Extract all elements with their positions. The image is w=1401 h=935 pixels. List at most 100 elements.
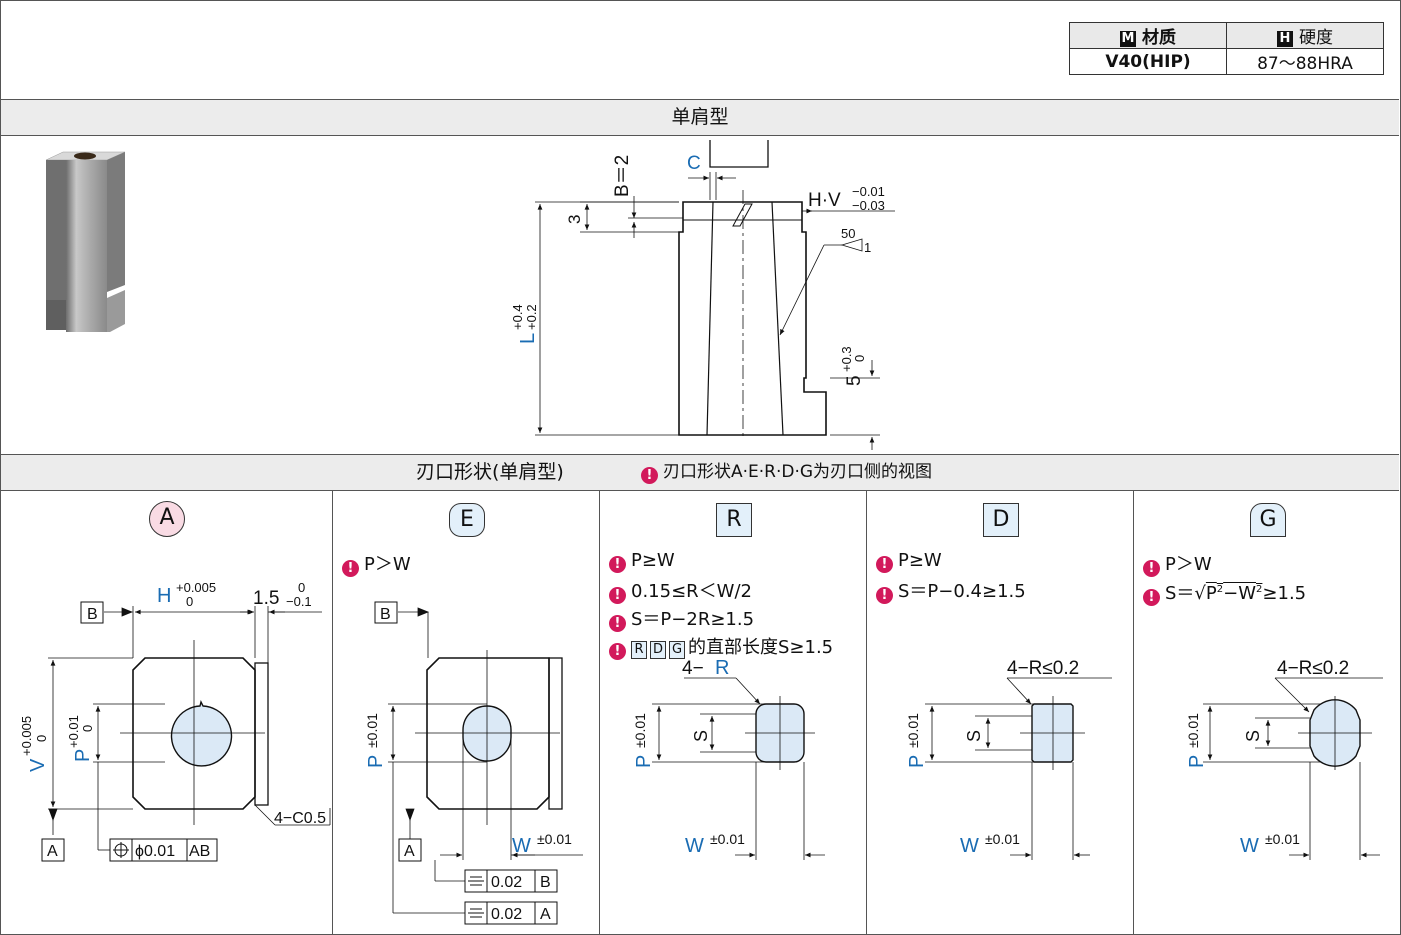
main-dimensions <box>535 172 895 450</box>
five-tol-lower: 0 <box>852 355 867 362</box>
shape-g-dimensions <box>1203 677 1383 860</box>
note-icon: ! <box>342 560 359 577</box>
r-label: 4−R≤0.2 <box>1277 658 1349 679</box>
shape-e-frames <box>374 601 558 925</box>
l-tol-upper: +0.4 <box>510 304 525 330</box>
column-divider <box>1133 491 1134 934</box>
note-icon: ! <box>609 643 626 660</box>
shape-a-frames <box>41 601 218 862</box>
h-tol-lower: 0 <box>186 594 193 609</box>
condition-text: P≥W <box>631 550 675 571</box>
shape-a-drawing <box>120 640 269 825</box>
v-tol-lower: 0 <box>34 735 49 742</box>
shape-r-drawing <box>745 696 815 770</box>
p-tol-lower: 0 <box>80 725 95 732</box>
datum-a: A <box>47 843 58 860</box>
p-label: P <box>1186 755 1208 768</box>
position-tolerance: ϕ0.01 <box>135 843 175 860</box>
p-tol: ±0.01 <box>905 713 921 748</box>
v-label: V <box>27 758 49 772</box>
condition-text: 的直部长度S≥1.5 <box>688 637 834 658</box>
material-badge: M <box>1120 31 1136 47</box>
h-tol-upper: +0.005 <box>176 580 216 595</box>
position-datum-ref: AB <box>189 843 210 860</box>
c-dimension: C <box>687 153 701 174</box>
datum-b: B <box>380 606 391 623</box>
s-label: S <box>691 730 711 742</box>
h-label: H <box>157 585 171 607</box>
v-tol-upper: +0.005 <box>19 716 34 756</box>
p-tol: ±0.01 <box>364 713 380 748</box>
shape-d-drawing <box>1020 696 1085 770</box>
note-icon: ! <box>609 587 626 604</box>
edge-note: ! 刃口形状A·E·R·D·G为刃口侧的视图 <box>641 455 932 490</box>
w-tol: ±0.01 <box>537 831 572 847</box>
shape-d-text: 4−R≤0.2 P ±0.01 S W ±0.01 <box>905 658 1079 857</box>
shape-label-g: G <box>1250 503 1286 537</box>
w-tol: ±0.01 <box>985 831 1020 847</box>
column-divider <box>332 491 333 934</box>
shape-label-e: E <box>449 503 485 537</box>
condition-e-1: ! P＞W <box>342 550 411 577</box>
column-divider <box>866 491 867 934</box>
shape-e-drawing <box>415 650 563 825</box>
shape-d-dimensions <box>925 677 1112 860</box>
condition-r-3: ! S＝P−2R≥1.5 <box>609 605 754 632</box>
shape-e-text: B A P ±0.01 W ±0.01 0.02 B 0.02 A <box>364 606 572 923</box>
condition-r-2: ! 0.15≤R＜W/2 <box>609 577 752 604</box>
datum-a: A <box>404 843 415 860</box>
shape-e-dimensions <box>388 607 583 914</box>
section-header-edge-shape: 刃口形状(单肩型) ! 刃口形状A·E·R·D·G为刃口侧的视图 <box>1 454 1399 491</box>
w-label: W <box>685 835 704 857</box>
r-prefix: 4− <box>682 658 704 679</box>
w-label: W <box>1240 835 1259 857</box>
symmetry-2-value: 0.02 <box>491 906 522 923</box>
shape-box-g: G <box>669 641 685 659</box>
condition-text: 0.15≤R＜W/2 <box>631 581 752 602</box>
condition-text: S＝P−2R≥1.5 <box>631 609 755 630</box>
hv-label: H·V <box>808 190 841 211</box>
condition-g-1: ! P＞W <box>1143 550 1212 577</box>
note-icon: ! <box>609 615 626 632</box>
p-label: P <box>906 755 928 768</box>
note-icon: ! <box>641 467 658 484</box>
condition-text: P＞W <box>364 554 411 575</box>
note-icon: ! <box>876 556 893 573</box>
condition-r-1: !P≥W <box>609 550 675 573</box>
note-icon: ! <box>876 587 893 604</box>
section-title: 单肩型 <box>671 106 729 128</box>
shape-g-text: 4−R≤0.2 P ±0.01 S W ±0.01 <box>1185 658 1349 857</box>
l-label: L <box>517 333 539 344</box>
material-header-text: 材质 <box>1142 28 1176 48</box>
p-tol-upper: +0.01 <box>66 715 81 748</box>
p-tol: ±0.01 <box>632 713 648 748</box>
r-label: R <box>715 657 729 679</box>
l-tol-lower: +0.2 <box>524 304 539 330</box>
shape-r-text: 4− R P ±0.01 S W ±0.01 <box>632 657 745 857</box>
note-icon: ! <box>1143 560 1160 577</box>
five-tol-upper: +0.3 <box>839 346 854 372</box>
w-tol: ±0.01 <box>710 831 745 847</box>
shape-label-r: R <box>716 503 752 537</box>
section-title-edge: 刃口形状(单肩型) <box>416 461 564 483</box>
condition-g-2: !S＝√P2−W2≥1.5 <box>1143 579 1306 606</box>
condition-text: S＝P−0.4≥1.5 <box>898 581 1026 602</box>
condition-text: P＞W <box>1165 554 1212 575</box>
shape-box-r: R <box>631 641 647 659</box>
condition-d-2: ! S＝P−0.4≥1.5 <box>876 577 1026 604</box>
hv-tol-upper: −0.01 <box>852 184 885 199</box>
taper-1: 1 <box>864 240 871 255</box>
dim-3: 3 <box>565 215 584 224</box>
datum-b: B <box>87 606 98 623</box>
product-photo <box>45 151 126 332</box>
edge-note-text: 刃口形状A·E·R·D·G为刃口侧的视图 <box>663 462 933 482</box>
five-label: 5 <box>844 375 865 386</box>
shape-a-text: B A H +0.005 0 1.5 0 −0.1 V +0.005 0 P +… <box>19 580 326 860</box>
r-label: 4−R≤0.2 <box>1007 658 1079 679</box>
hv-tol-lower: −0.03 <box>852 198 885 213</box>
dim-1-5-tol-lower: −0.1 <box>286 594 312 609</box>
shape-label-a: A <box>149 501 185 537</box>
